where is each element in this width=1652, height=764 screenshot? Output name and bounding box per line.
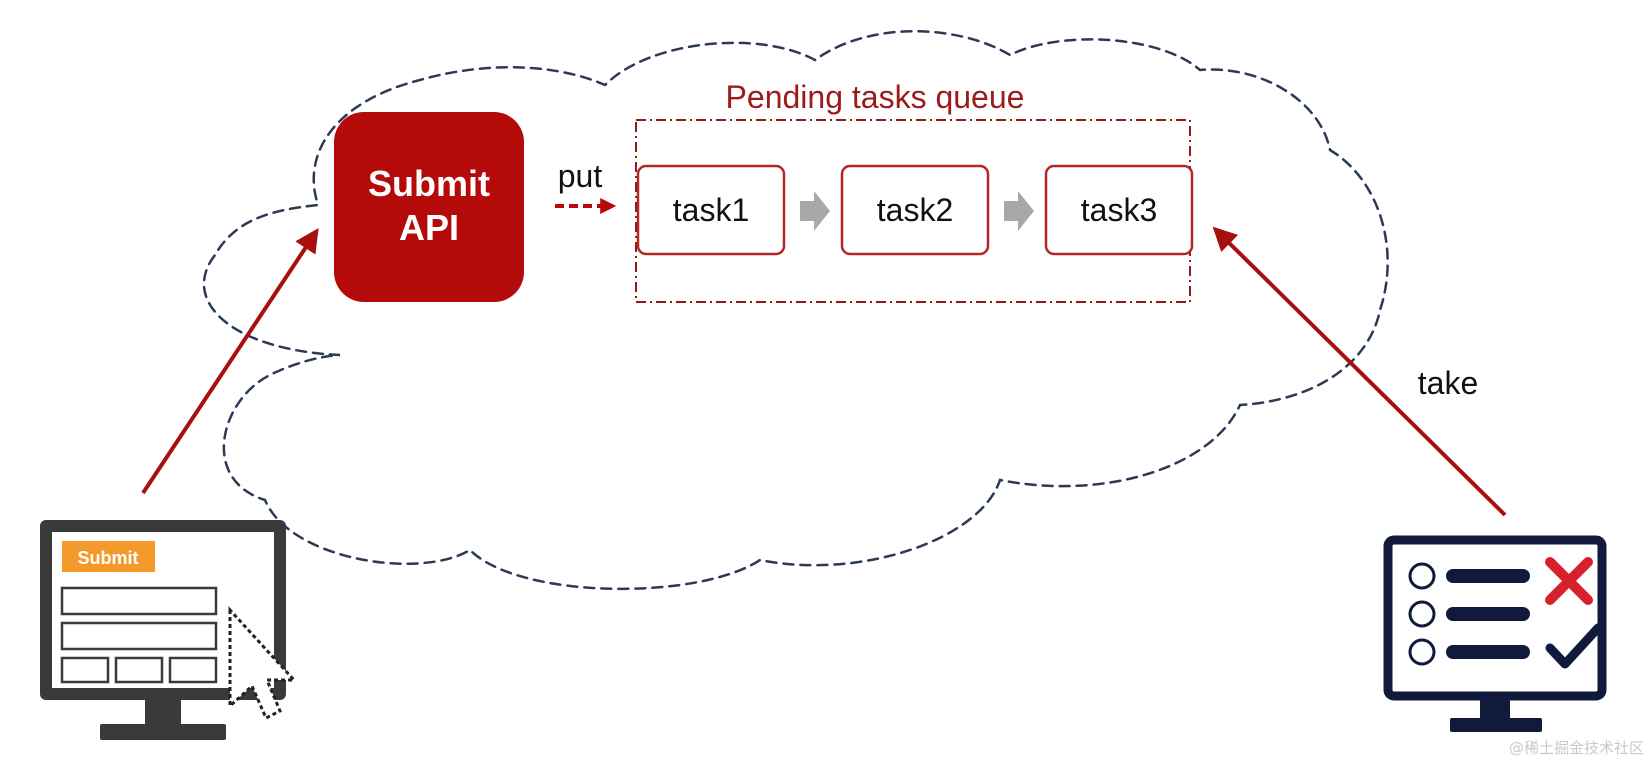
submit-api-box: Submit API — [334, 112, 524, 302]
queue-title: Pending tasks queue — [726, 79, 1025, 115]
put-label: put — [558, 158, 603, 194]
task-label: task1 — [673, 192, 749, 228]
submit-api-line2: API — [399, 207, 459, 248]
take-label: take — [1418, 365, 1478, 401]
checklist-monitor-icon — [1383, 535, 1607, 732]
flow-arrow-1 — [800, 191, 830, 231]
queue-task-1: task1 — [636, 164, 786, 256]
flow-arrow-2 — [1004, 191, 1034, 231]
task-label: task3 — [1081, 192, 1157, 228]
submit-arrow — [141, 227, 319, 495]
take-arrow — [1212, 226, 1507, 517]
approve-check-icon — [1545, 623, 1603, 669]
task-label: task2 — [877, 192, 953, 228]
queue-task-3: task3 — [1044, 164, 1194, 256]
reject-x-icon — [1545, 557, 1593, 605]
submit-api-line1: Submit — [368, 163, 490, 204]
mouse-cursor-icon — [228, 606, 298, 721]
watermark: @稀土掘金技术社区 — [1508, 739, 1644, 757]
form-submit-button-label: Submit — [78, 548, 139, 568]
queue-task-2: task2 — [840, 164, 990, 256]
